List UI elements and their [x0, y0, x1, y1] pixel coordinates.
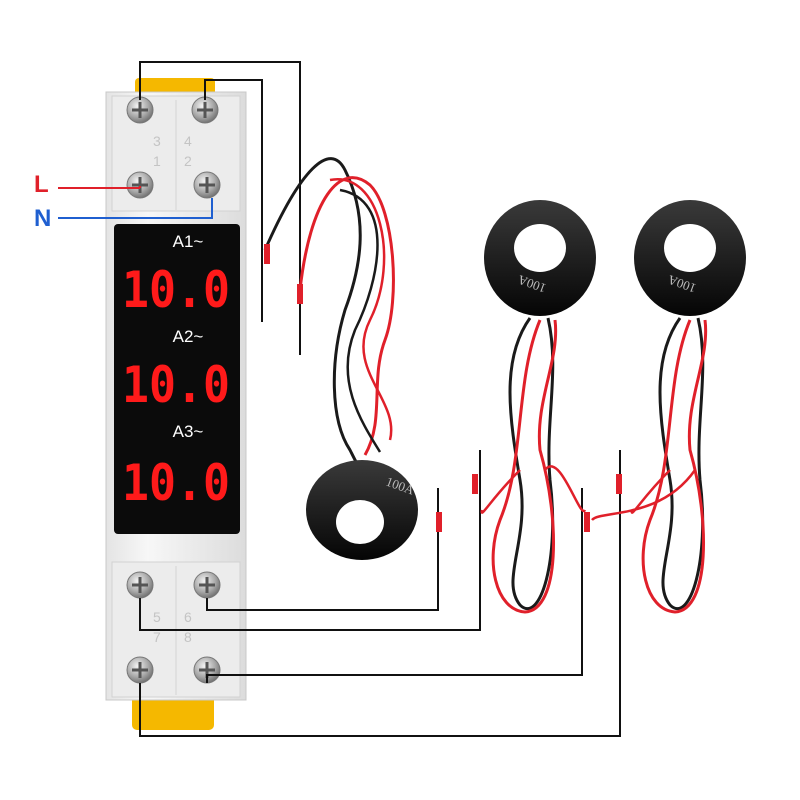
screw-icon	[193, 571, 221, 599]
current-transformer-1: 100A	[263, 157, 418, 560]
wire-terminal-4	[204, 79, 263, 322]
terminal-number-6: 6	[184, 609, 192, 625]
wire-terminal-5	[139, 450, 481, 631]
terminal-number-2: 2	[184, 153, 192, 169]
wire-ferrule	[297, 284, 303, 304]
terminal-number-1: 1	[153, 153, 161, 169]
wire-ferrule	[584, 512, 590, 532]
ct-lead-bundle	[508, 317, 555, 611]
ct-lead-bundle	[641, 319, 708, 614]
channel-reading: 10.0	[122, 356, 230, 414]
supply-wiring: L N	[34, 171, 213, 232]
display-panel	[114, 224, 240, 534]
screw-icon	[126, 571, 154, 599]
channel-label: A2~	[173, 327, 204, 346]
connection-wiring	[139, 61, 621, 737]
screw-icon	[193, 171, 221, 199]
terminal-number-8: 8	[184, 629, 192, 645]
wire-ferrule	[472, 474, 478, 494]
neutral-label: N	[34, 205, 51, 232]
channel-label: A3~	[173, 422, 204, 441]
ct-lead-bundle	[491, 319, 558, 614]
ct-hole	[336, 500, 384, 544]
ct-lead-bundle	[658, 317, 705, 611]
wire-terminal-8	[206, 488, 583, 683]
terminal-number-7: 7	[153, 629, 161, 645]
line-label: L	[34, 171, 49, 198]
channel-1: A1~ 10.0	[122, 232, 230, 319]
wire-terminal-3	[139, 61, 301, 355]
ct-lead-bundle	[480, 469, 521, 514]
ct-lead-bundle	[298, 176, 395, 456]
channel-label: A1~	[173, 232, 204, 251]
ct-lead-bundle	[329, 178, 393, 441]
ct-lead-bundle	[591, 469, 697, 521]
wire-ferrule	[616, 474, 622, 494]
ct-hole	[514, 224, 566, 272]
ct-lead-bundle	[544, 465, 587, 513]
ct-lead-bundle	[630, 469, 671, 514]
channel-reading: 10.0	[122, 454, 230, 512]
ct-lead-bundle	[263, 157, 367, 472]
screw-icon	[126, 171, 154, 199]
screw-icon	[126, 656, 154, 684]
current-transformer-2: 100A	[436, 200, 596, 614]
terminal-screws	[126, 96, 221, 684]
ct-hole	[664, 224, 716, 272]
terminal-number-3: 3	[153, 133, 161, 149]
screw-icon	[191, 96, 219, 124]
neutral-wire	[58, 198, 213, 219]
channel-3: A3~ 10.0	[122, 422, 230, 512]
terminal-number-5: 5	[153, 609, 161, 625]
channel-2: A2~ 10.0	[122, 327, 230, 414]
current-transformer-3: 100A	[584, 200, 746, 614]
wire-terminal-7	[139, 450, 621, 737]
terminal-number-4: 4	[184, 133, 192, 149]
channel-reading: 10.0	[122, 261, 230, 319]
ct-lead-bundle	[339, 188, 382, 453]
wire-ferrule	[436, 512, 442, 532]
wire-ferrule	[264, 244, 270, 264]
screw-icon	[126, 96, 154, 124]
wire-terminal-6	[206, 488, 439, 611]
